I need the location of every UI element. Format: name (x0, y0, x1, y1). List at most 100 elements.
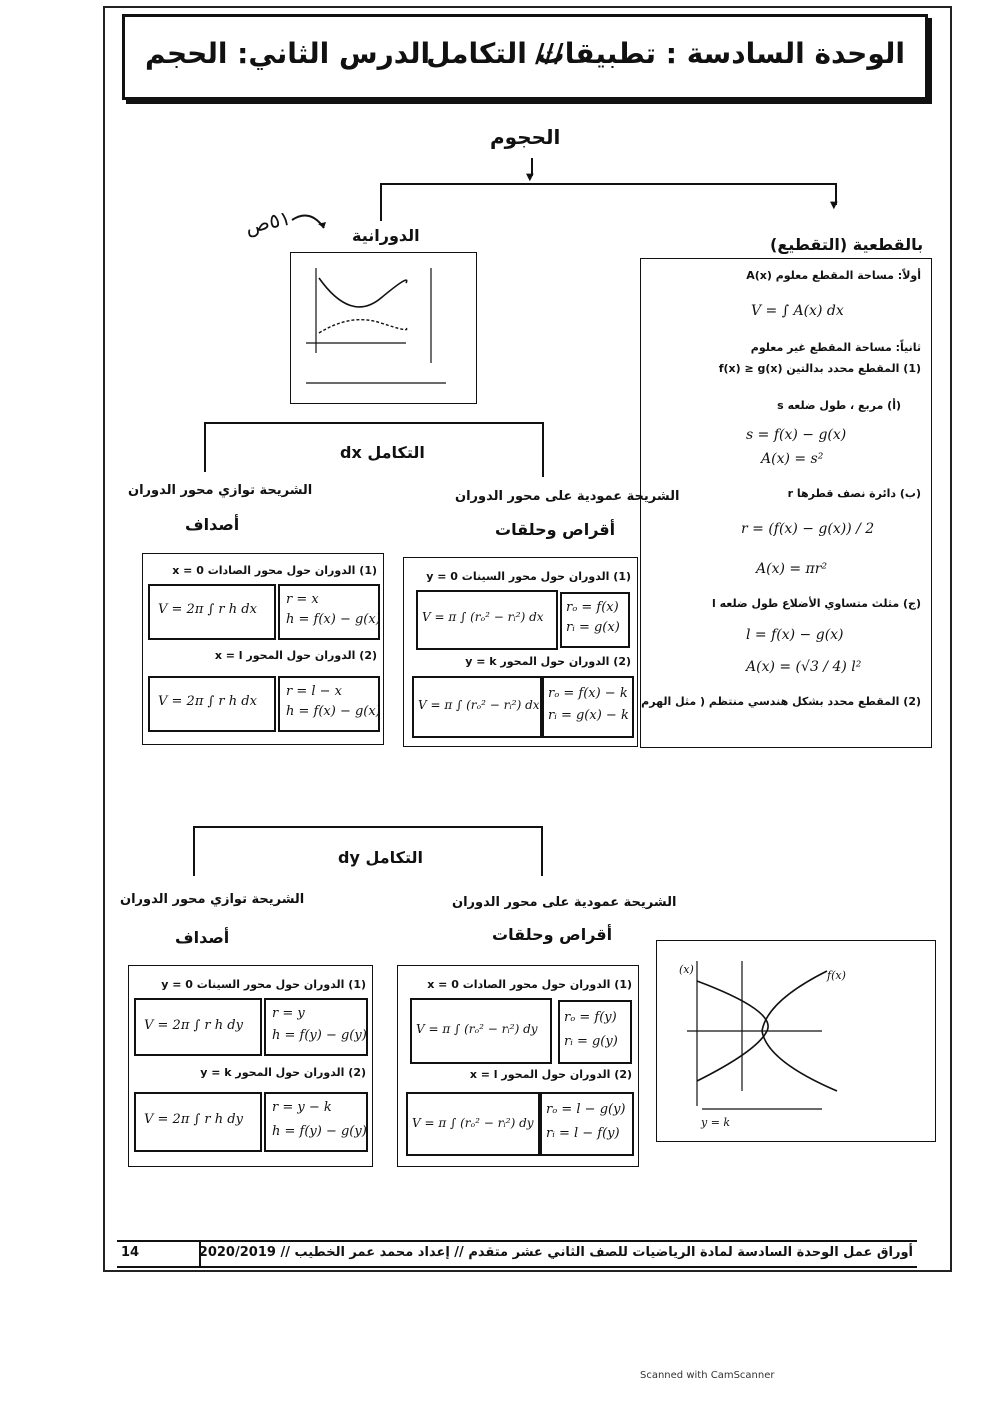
dy-shells-formula2-box: V = 2π ∫ r h dy (134, 1092, 262, 1152)
lesson-title: الدرس الثاني: الحجم (145, 37, 431, 70)
dy-shells-panel: (1) الدوران حول محور السينات y = 0 V = 2… (128, 965, 373, 1167)
dy-disks-case1: (1) الدوران حول محور الصادات x = 0 (427, 978, 632, 991)
cs-formula-r: r = (f(x) − g(x)) / 2 (741, 521, 875, 537)
dy-label: التكامل dy (338, 848, 423, 867)
page-frame (103, 6, 952, 1272)
dx-disks-f1: V = π ∫ (rₒ² − rᵢ²) dx (422, 610, 544, 624)
dy-disks-f1: V = π ∫ (rₒ² − rᵢ²) dy (416, 1022, 538, 1036)
dx-disks-formula2-box: V = π ∫ (rₒ² − rᵢ²) dx (412, 676, 542, 738)
curved-arrow-icon (291, 214, 326, 229)
branch-line-top (380, 183, 837, 185)
dy-shells-name: أصداف (175, 928, 230, 947)
dy-disks-ro2: rₒ = l − g(y) (546, 1102, 626, 1117)
dy-disks-ro1: rₒ = f(y) (564, 1010, 617, 1025)
bottom-graph-axis: y = k (701, 1116, 731, 1129)
dx-disks-title: الشريحة عمودية على محور الدوران (455, 489, 680, 504)
dy-disks-case2: (2) الدوران حول المحور x = l (469, 1068, 632, 1081)
dx-shells-case1: (1) الدوران حول محور الصادات x = 0 (172, 564, 377, 577)
dx-disks-params1-box: rₒ = f(x) rᵢ = g(x) (560, 592, 630, 648)
dx-shells-formula2-box: V = 2π ∫ r h dx (148, 676, 276, 732)
bottom-graph-gx: (x) (679, 963, 694, 976)
dx-shells-r1: r = x (286, 592, 319, 607)
dx-label: التكامل dx (340, 443, 425, 462)
dy-disks-ri2: rᵢ = l − f(y) (546, 1126, 620, 1141)
scanner-watermark: Scanned with CamScanner (640, 1370, 775, 1381)
dx-shells-r2: r = l − x (286, 684, 343, 699)
dy-shells-r2: r = y − k (272, 1100, 332, 1115)
dx-disks-formula1-box: V = π ∫ (rₒ² − rᵢ²) dx (416, 590, 558, 650)
dy-disks-f2: V = π ∫ (rₒ² − rᵢ²) dy (412, 1116, 534, 1130)
dx-shells-title: الشريحة توازي محور الدوران (128, 483, 313, 498)
cross-section-panel: أولاً: مساحة المقطع معلوم A(x) V = ∫ A(x… (632, 258, 932, 748)
dx-branch-line (204, 422, 544, 424)
dx-branch-right (542, 422, 544, 477)
dy-disks-name: أقراص وحلقات (492, 925, 613, 944)
branch-right (835, 183, 837, 205)
dx-shells-params2-box: r = l − x h = f(x) − g(x) (278, 676, 381, 732)
dx-shells-h2: h = f(x) − g(x) (286, 704, 381, 719)
dy-shells-title: الشريحة توازي محور الدوران (120, 892, 305, 907)
dy-disks-params1-box: rₒ = f(y) rᵢ = g(y) (558, 1000, 632, 1064)
footer: 14 أوراق عمل الوحدة السادسة لمادة الرياض… (117, 1240, 917, 1268)
footer-text: أوراق عمل الوحدة السادسة لمادة الرياضيات… (198, 1245, 913, 1260)
cs-line7: (2) المقطع محدد بشكل هندسي منتظم ( مثل ا… (632, 695, 921, 708)
dx-shells-name: أصداف (185, 515, 240, 534)
cs-line1: أولاً: مساحة المقطع معلوم A(x) (746, 269, 921, 282)
dy-disks-ri1: rᵢ = g(y) (564, 1034, 618, 1049)
dx-disks-name: أقراص وحلقات (495, 520, 616, 539)
dx-disks-case2: (2) الدوران حول المحور y = k (465, 655, 631, 668)
cs-formula-s: s = f(x) − g(x) (746, 427, 847, 443)
dy-disks-formula1-box: V = π ∫ (rₒ² − rᵢ²) dy (410, 998, 552, 1064)
cs-formula-a3: A(x) = (√3 / 4) l² (746, 659, 862, 675)
arrow-head: ▼ (526, 172, 534, 183)
cs-formula-a2: A(x) = πr² (756, 561, 828, 577)
dx-shells-params1-box: r = x h = f(x) − g(x) (278, 584, 381, 640)
cs-line4: (أ) مربع ، طول ضلعه s (777, 399, 901, 412)
dy-branch-right (541, 826, 543, 876)
dy-disks-params2-box: rₒ = l − g(y) rᵢ = l − f(y) (540, 1092, 634, 1156)
dx-disks-ro1: rₒ = f(x) (566, 600, 619, 615)
cs-formula-l: l = f(x) − g(x) (746, 627, 844, 643)
dy-shells-formula1-box: V = 2π ∫ r h dy (134, 998, 262, 1056)
dy-shells-h2: h = f(y) − g(y) (272, 1124, 367, 1139)
cs-formula1: V = ∫ A(x) dx (751, 303, 844, 319)
dx-disks-ro2: rₒ = f(x) − k (548, 686, 628, 701)
dy-shells-params1-box: r = y h = f(y) − g(y) (264, 998, 368, 1056)
dy-shells-case2: (2) الدوران حول المحور y = k (200, 1066, 366, 1079)
dx-shells-formula1-box: V = 2π ∫ r h dx (148, 584, 276, 640)
cs-line2: ثانياً: مساحة المقطع غير معلوم (750, 341, 921, 354)
dx-disks-ri2: rᵢ = g(x) − k (548, 708, 629, 723)
cross-section-label: بالقطعية (التقطيع) (770, 235, 924, 254)
root-title: الحجوم (490, 125, 561, 149)
revolution-graph (290, 252, 477, 404)
dy-shells-case1: (1) الدوران حول محور السينات y = 0 (161, 978, 366, 991)
bottom-graph: (x) f(x) y = k (656, 940, 936, 1142)
dy-branch-line (193, 826, 543, 828)
dy-disks-panel: (1) الدوران حول محور الصادات x = 0 V = π… (397, 965, 639, 1167)
dy-shells-h1: h = f(y) − g(y) (272, 1028, 367, 1043)
cs-line3: (1) المقطع محدد بدالتين f(x) ≥ g(x) (718, 362, 921, 375)
dy-branch-left (193, 826, 195, 876)
dx-disks-f2: V = π ∫ (rₒ² − rᵢ²) dx (418, 698, 540, 712)
cs-line6: (ج) مثلث متساوي الأضلاع طول ضلعه l (712, 597, 921, 610)
cs-line5: (ب) دائرة نصف قطرها r (787, 487, 921, 500)
dx-shells-case2: (2) الدوران حول المحور x = l (214, 649, 377, 662)
page-number: 14 (121, 1245, 140, 1260)
unit-title: الوحدة السادسة : تطبيقات التكامل (426, 37, 905, 70)
dx-disks-ri1: rᵢ = g(x) (566, 620, 620, 635)
header-box: الوحدة السادسة : تطبيقات التكامل /// الد… (122, 14, 928, 100)
dx-shells-f2: V = 2π ∫ r h dx (158, 694, 257, 709)
revolution-label: الدورانية (352, 226, 420, 245)
bottom-graph-plot (687, 961, 838, 1110)
dy-disks-formula2-box: V = π ∫ (rₒ² − rᵢ²) dy (406, 1092, 540, 1156)
dy-shells-f1: V = 2π ∫ r h dy (144, 1018, 243, 1033)
dy-shells-f2: V = 2π ∫ r h dy (144, 1112, 243, 1127)
root-arrow (531, 158, 533, 176)
revolution-graph-plot (306, 268, 446, 384)
dx-disks-panel: (1) الدوران حول محور السينات y = 0 V = π… (403, 557, 638, 747)
dx-shells-f1: V = 2π ∫ r h dx (158, 602, 257, 617)
dy-shells-params2-box: r = y − k h = f(y) − g(y) (264, 1092, 368, 1152)
dx-disks-params2-box: rₒ = f(x) − k rᵢ = g(x) − k (542, 676, 634, 738)
branch-left (380, 183, 382, 221)
dx-shells-h1: h = f(x) − g(x) (286, 612, 381, 627)
